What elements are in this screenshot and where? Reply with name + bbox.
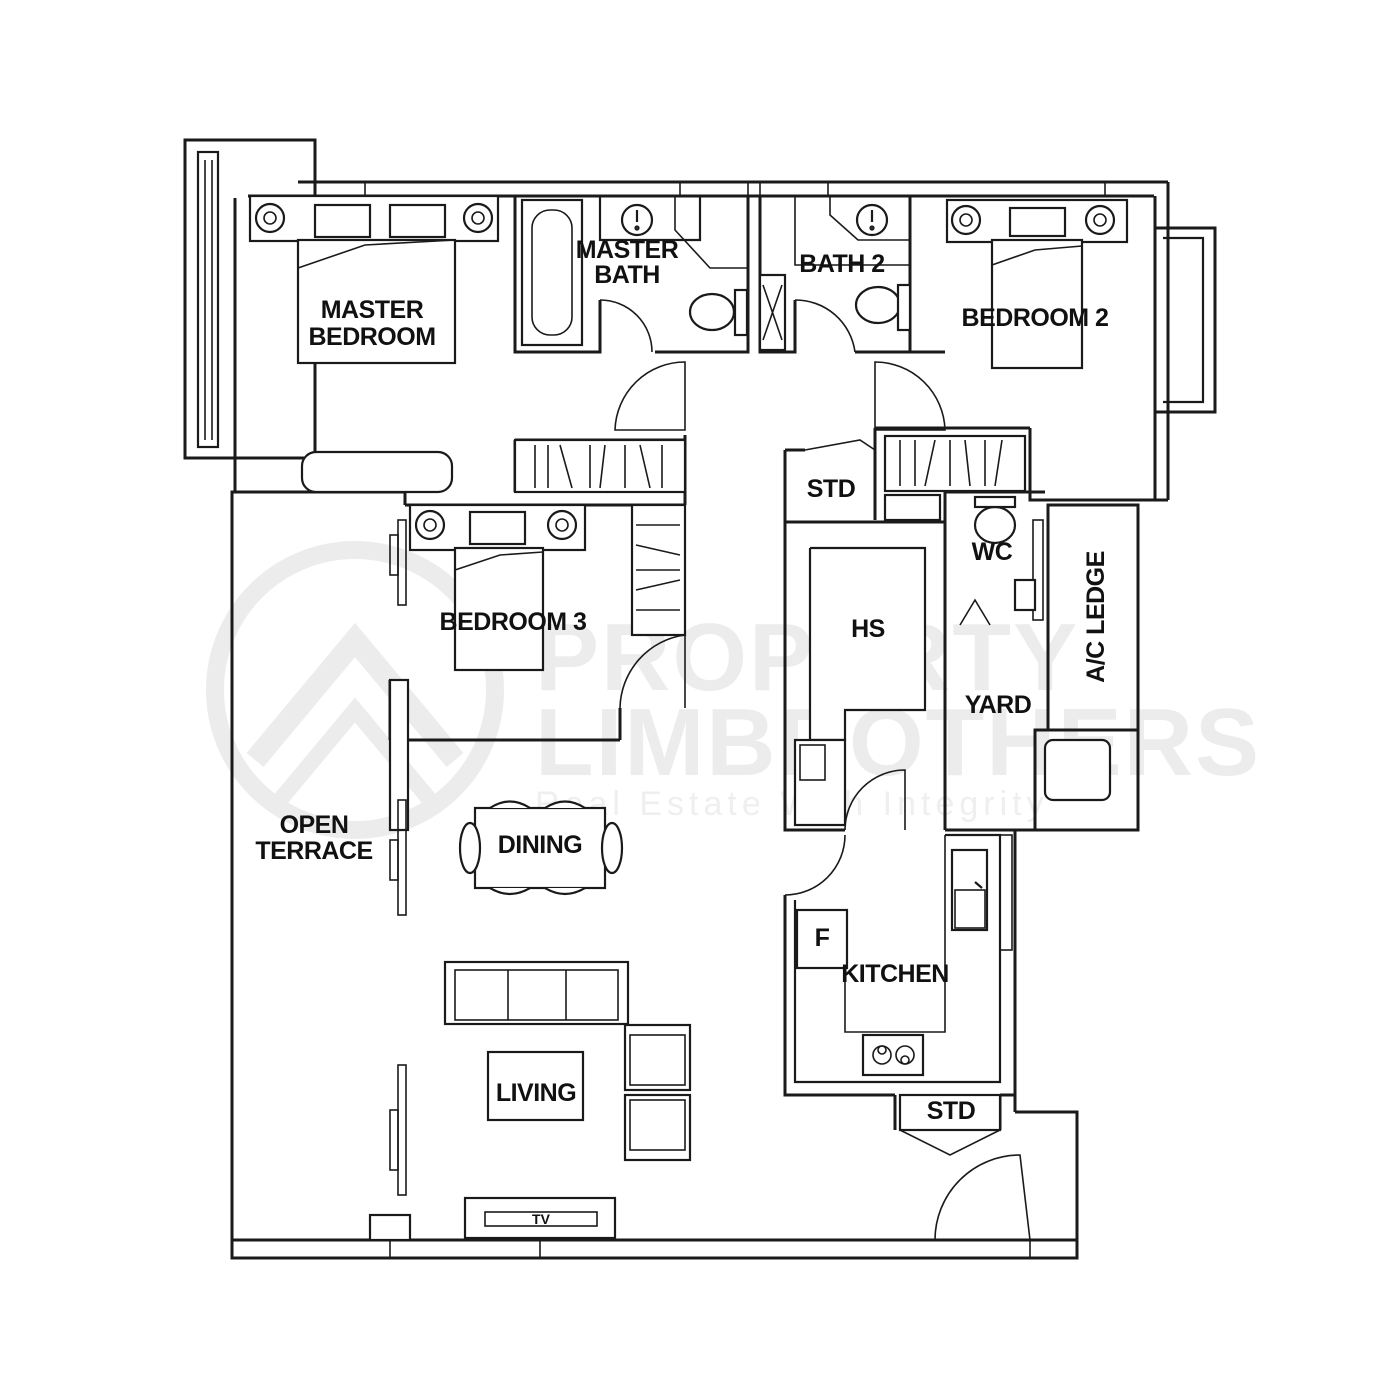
label-master-bedroom-1: MASTER [321,296,424,324]
hs-room [793,546,927,827]
label-bedroom-2: BEDROOM 2 [962,304,1109,332]
label-ac-ledge: A/C LEDGE [1082,551,1110,683]
master-bed [248,194,500,494]
bedroom-2-bed [945,198,1129,370]
kitchen-counter [793,833,1002,1084]
wardrobe-bed3 [630,503,687,637]
label-yard: YARD [965,691,1032,719]
shower [758,273,787,352]
watermark-logo [206,541,504,839]
master-bath-fixtures [598,196,749,337]
watermark-line1: PROPERTY [535,604,1079,711]
bath-2-fixtures [794,196,912,332]
label-master-bath-1: MASTER [576,236,679,264]
label-open-terrace-2: TERRACE [255,837,372,865]
outer-walls [183,138,1217,1260]
std-cabinet [883,493,942,522]
label-bedroom-3: BEDROOM 3 [440,608,587,636]
watermark-tagline: Real Estate With Integrity [535,785,1049,823]
label-open-terrace-1: OPEN [280,811,349,839]
coffee-table [486,1050,585,1122]
label-fridge: F [815,924,830,952]
dining-table [458,800,624,896]
wardrobe-master [513,438,687,494]
bathtub [520,198,584,347]
armchairs [623,1023,692,1162]
bedroom-3-bed [408,503,587,672]
label-wc: WC [972,538,1013,566]
tv-console [463,1196,617,1240]
furniture [248,194,1129,1240]
label-tv: TV [532,1211,551,1227]
ac-unit [1043,738,1112,802]
label-master-bedroom-2: BEDROOM [308,323,435,351]
label-bath-2: BATH 2 [799,250,884,278]
label-hs: HS [851,615,885,643]
doors [368,299,1044,1242]
wc-fixtures [959,495,1037,626]
label-dining: DINING [498,831,583,859]
label-living: LIVING [496,1079,576,1107]
std-lower-cabinet [898,1093,1002,1156]
label-master-bath-2: BATH [594,261,660,289]
wardrobe-bed2 [883,434,1027,493]
fridge [795,908,849,970]
label-std-lower: STD [927,1097,976,1125]
label-kitchen: KITCHEN [841,960,949,988]
room-labels: MASTER BEDROOM MASTER BATH BATH 2 BEDROO… [255,236,1110,1227]
sofa [443,960,630,1026]
label-std-upper: STD [807,475,856,503]
